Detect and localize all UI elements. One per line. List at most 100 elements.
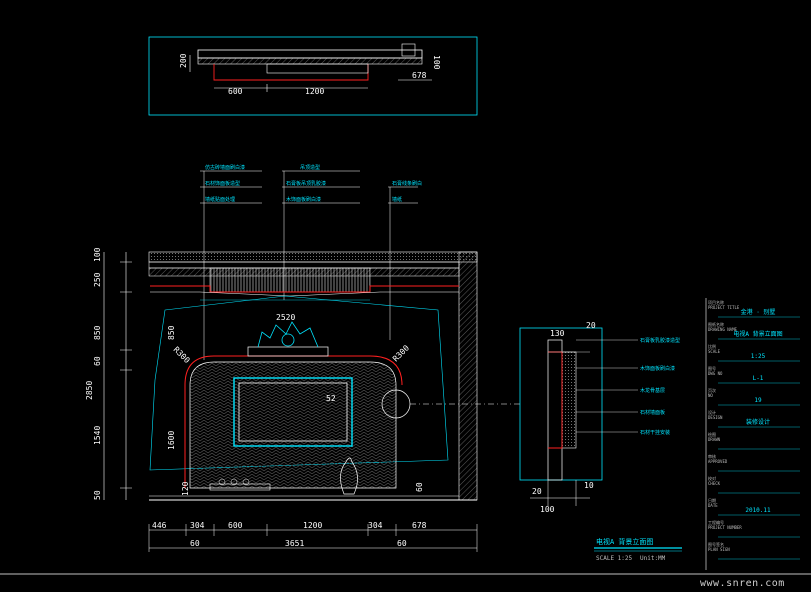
section-dim-20-top: 20: [586, 321, 596, 330]
elevation: 52 100 250 850 60 1540 50 2850 850 1600 …: [85, 247, 682, 562]
section-detail: 130 20 20 100 10 石膏板乳胶漆造型 木饰面板刷白漆 木龙骨基层 …: [519, 321, 680, 514]
title-block-value: 装修设计: [746, 418, 770, 426]
ceiling-red-line: [150, 285, 459, 293]
plan-wall-top: [197, 49, 423, 59]
left-dim-50: 50: [93, 490, 102, 500]
ceiling-slats: [209, 267, 371, 293]
bottom-small-60-a: 60: [190, 539, 200, 548]
title-block-sublabel: APPROVED: [708, 459, 728, 464]
right-wall-section: [458, 251, 478, 501]
bottom-dim-total: 3651: [285, 539, 304, 548]
plan-dim-100: 100: [432, 55, 441, 70]
title-block-value: 1:25: [751, 353, 766, 360]
title-block-sublabel: DATE: [708, 503, 718, 508]
plan-tv-unit: [266, 63, 369, 74]
callout-right-2: 墙纸: [392, 196, 402, 203]
title-block-sublabel: NO: [708, 393, 713, 398]
title-block-label: 图纸名称: [708, 321, 724, 327]
plan-view: 600 1200 100 678 200: [148, 36, 478, 116]
title-block-sublabel: PROJECT NUMBER: [708, 525, 742, 530]
plan-dim-1200: 1200: [305, 87, 324, 96]
bottom-dim-304-b: 304: [368, 521, 383, 530]
section-label-2: 木饰面板刷白漆: [640, 365, 675, 372]
arch-red-trim: [184, 355, 403, 488]
decor-ball-1: [218, 478, 226, 486]
title-block-label: 绘图: [708, 431, 716, 437]
top-inner-dim: 2520: [276, 313, 295, 322]
title-block-sublabel: DWG NO: [708, 371, 723, 376]
plan-dim-600: 600: [228, 87, 243, 96]
bottom-dim-446: 446: [152, 521, 167, 530]
floor-cabinet: [209, 483, 271, 491]
title-block-value: 金港 · 别墅: [741, 308, 776, 316]
callout-left-2: 石材饰面板造型: [205, 180, 240, 187]
bottom-small-60-b: 60: [397, 539, 407, 548]
title-block-label: 工程编号: [708, 519, 724, 525]
decor-sculpture: [257, 321, 319, 348]
title-block-label: 图号: [708, 365, 716, 371]
title-block-value: 19: [754, 397, 762, 404]
elevation-scale: SCALE 1:25: [596, 555, 633, 562]
section-wall: [547, 339, 563, 481]
title-block-sublabel: CHECK: [708, 481, 721, 486]
callout-left-3: 墙纸贴面处理: [205, 196, 235, 203]
plan-view-frame: [148, 36, 478, 116]
left-dim-total: 2850: [85, 381, 94, 400]
section-label-5: 石材干挂安装: [640, 429, 670, 436]
elevation-title: 电视A 背景立面图: [596, 537, 653, 546]
plan-dim-200: 200: [179, 53, 188, 68]
floor-vase: [340, 457, 358, 495]
arch-radius-left: R300: [172, 345, 192, 365]
title-block-label: 审核: [708, 453, 716, 459]
inner-dim-1600: 1600: [167, 431, 176, 450]
left-dim-850: 850: [93, 325, 102, 340]
section-red-line: [548, 351, 563, 449]
bottom-dim-1200: 1200: [303, 521, 322, 530]
callouts: 仿古砖墙面刷白漆 石材饰面板造型 墙纸贴面处理 吊顶造型 石膏板吊顶乳胶漆 木饰…: [200, 164, 422, 360]
decor-ball-3: [242, 478, 250, 486]
section-label-3: 木龙骨基层: [640, 387, 665, 394]
section-frame: [519, 327, 603, 481]
decor-vase: [281, 333, 295, 347]
title-block-sublabel: DRAWN: [708, 437, 721, 442]
section-core: [561, 351, 577, 449]
console-shelf: [247, 346, 329, 357]
callout-right-1: 石膏线条刷白: [392, 180, 422, 187]
arch-radius-right: R300: [391, 343, 411, 363]
plan-dim-678: 678: [412, 71, 427, 80]
plan-column: [401, 43, 416, 57]
watermark: www.snren.com: [700, 578, 785, 589]
title-block-sublabel: PLAN SIGN: [708, 547, 730, 552]
callout-center-1: 石膏板吊顶乳胶漆: [286, 180, 326, 187]
decor-ball-2: [230, 478, 238, 486]
left-dim-100: 100: [93, 247, 102, 262]
callout-center-title: 吊顶造型: [300, 164, 320, 171]
feature-wall-panel: [189, 361, 397, 489]
title-block-label: 页次: [708, 387, 716, 393]
section-dim-20-bottom: 20: [532, 487, 542, 496]
tv-frame-outer: [233, 377, 353, 447]
title-block-value: L-1: [753, 375, 764, 382]
callout-left-1: 仿古砖墙面刷白漆: [205, 164, 245, 171]
bottom-dim-600: 600: [228, 521, 243, 530]
title-block-label: 设计: [708, 409, 716, 415]
section-dim-130: 130: [550, 329, 565, 338]
title-block-sublabel: SCALE: [708, 349, 721, 354]
title-block-label: 项目名称: [708, 299, 724, 305]
title-block-value: 2010.11: [745, 507, 771, 514]
section-label-1: 石膏板乳胶漆造型: [640, 337, 680, 344]
title-block-label: 比例: [708, 343, 716, 349]
wall-outline-cyan: [149, 295, 449, 471]
ceiling-band: [148, 261, 460, 269]
plan-wall-hatch: [197, 57, 423, 65]
bottom-dim-304-a: 304: [190, 521, 205, 530]
title-block-sublabel: PROJECT TITLE: [708, 305, 740, 310]
ceiling-slab: [148, 251, 478, 263]
left-dim-250: 250: [93, 272, 102, 287]
plan-cabinet-outline: [213, 64, 369, 81]
ceiling-lower-line: [150, 291, 459, 297]
right-inner-dim-60: 60: [415, 482, 424, 492]
left-dim-60: 60: [93, 356, 102, 366]
